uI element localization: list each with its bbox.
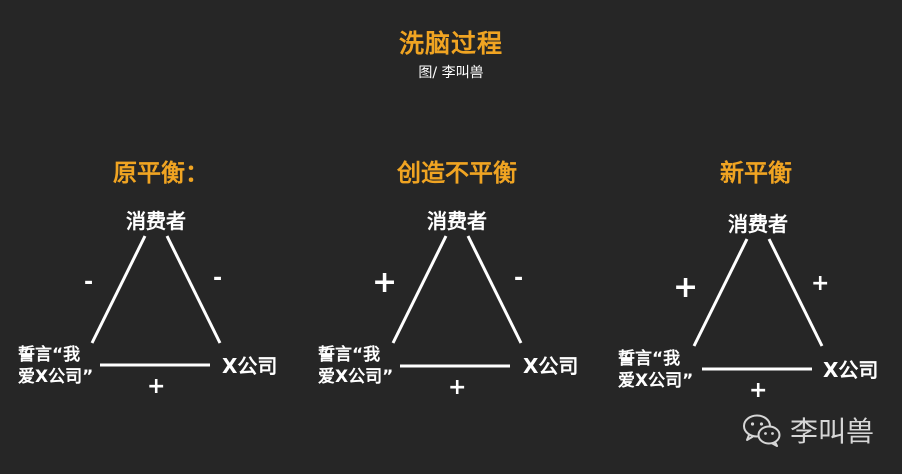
wechat-icon	[742, 414, 781, 447]
panel-1-left-node-line1: 誓言“我	[18, 345, 81, 365]
panel-3-left-sign: +	[673, 270, 699, 305]
panel-1-right-edge	[165, 235, 222, 344]
panel-2-right-sign: -	[514, 266, 524, 291]
panel-3-left-node-line1: 誓言“我	[618, 349, 681, 369]
panel-1-top-node: 消费者	[126, 209, 186, 233]
panel-2-left-edge	[391, 235, 448, 344]
panel-3-left-node-line2: 爱X公司”	[618, 371, 694, 391]
panel-1-bottom-sign: +	[147, 374, 166, 399]
panel-2-left-sign: +	[372, 265, 398, 300]
panel-1-right-node: X公司	[222, 354, 278, 378]
panel-2-bottom-sign: +	[448, 375, 467, 400]
panel-1-right-sign: -	[213, 266, 223, 291]
watermark-text: 李叫兽	[789, 415, 874, 448]
panel-3-top-node: 消费者	[728, 212, 788, 236]
panel-3-right-node: X公司	[823, 358, 879, 382]
diagram-subtitle: 图/ 李叫兽	[418, 65, 484, 81]
panel-2-left-node-line2: 爱X公司”	[318, 367, 394, 387]
panel-2-top-node: 消费者	[427, 209, 487, 233]
panel-3-left-edge	[692, 238, 749, 347]
panel-3-left-node: 誓言“我 爱X公司”	[618, 348, 693, 392]
panel-1-left-edge	[90, 235, 147, 344]
panel-2-left-node-line1: 誓言“我	[318, 345, 381, 365]
panel-1-left-node-line2: 爱X公司”	[18, 367, 94, 387]
panel-1-left-sign: -	[84, 270, 94, 295]
panel-3-bottom-sign: +	[749, 378, 768, 403]
panel-3-right-edge	[767, 238, 824, 347]
watermark: 李叫兽	[742, 410, 874, 450]
panel-1-left-node: 誓言“我 爱X公司”	[18, 344, 93, 388]
panel-2-right-edge	[466, 235, 523, 344]
panel-2-left-node: 誓言“我 爱X公司”	[318, 344, 393, 388]
panel-2-right-node: X公司	[523, 354, 579, 378]
panel-3-right-sign: +	[811, 271, 830, 296]
panel-3-heading: 新平衡	[720, 159, 792, 187]
panel-2-heading: 创造不平衡	[397, 159, 517, 187]
diagram-title: 洗脑过程	[398, 29, 503, 58]
panel-1-heading: 原平衡：	[113, 159, 209, 187]
